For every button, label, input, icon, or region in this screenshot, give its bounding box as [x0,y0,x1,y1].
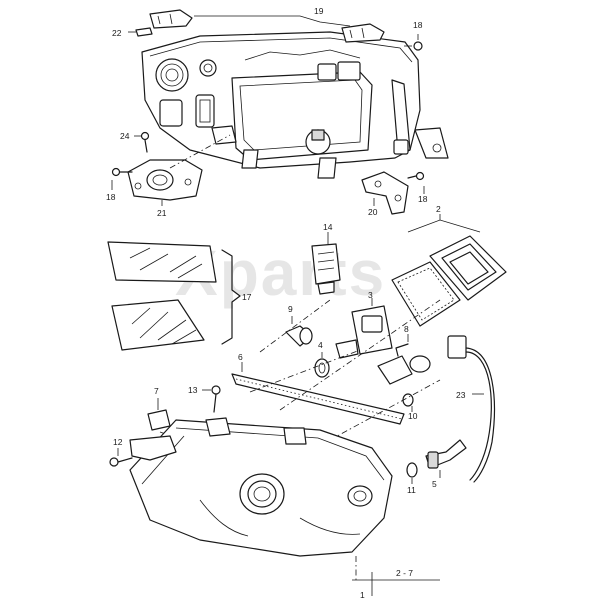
callout-4: 4 [318,340,323,350]
part-17-glass-covers [107,241,241,351]
part-24-screw [134,131,150,153]
part-13-screw [202,385,221,413]
part-5-bulb [425,439,467,478]
assembly-lines [159,299,441,447]
callout-2-7: 2 - 7 [396,568,413,578]
callout-17: 17 [242,292,252,302]
part-20-bracket [361,171,409,215]
callout-14: 14 [323,222,333,232]
callout-18-top: 18 [413,20,423,30]
part-11-small-bulb [406,462,418,484]
callout-23: 23 [456,390,466,400]
callout-21: 21 [157,208,167,218]
bottom-reference [352,556,440,596]
part-4-ring [314,352,330,378]
part-2-covers [391,214,507,327]
part-18-screw-top [404,34,423,51]
callout-6: 6 [238,352,243,362]
part-1-headlamp-front [129,417,393,557]
callout-5: 5 [432,479,437,489]
callout-22: 22 [112,28,122,38]
part-14-connector [311,232,341,295]
callout-24: 24 [120,131,130,141]
part-18-screw-left [111,167,133,190]
callout-1: 1 [360,590,365,600]
part-22-clip [128,27,153,37]
callout-2: 2 [436,204,441,214]
callout-8: 8 [404,324,409,334]
callout-10: 10 [408,411,418,421]
callout-18-right: 18 [418,194,428,204]
part-19-clips [149,9,385,43]
part-18-screw-right [407,171,425,194]
callout-18-left: 18 [106,192,116,202]
callout-20: 20 [368,207,378,217]
callout-3: 3 [368,290,373,300]
part-12-screw [109,448,133,467]
callout-12: 12 [113,437,123,447]
part-3-bulb-holder [335,298,393,359]
callout-11: 11 [407,485,416,495]
callout-13: 13 [188,385,198,395]
callout-9: 9 [288,304,293,314]
part-10-small-bulb [402,393,414,412]
part-8-main-bulb [377,334,431,385]
headlamp-rear-housing [141,31,449,179]
part-9-bulb [285,316,313,347]
callout-7: 7 [154,386,159,396]
callout-19: 19 [314,6,324,16]
part-21-bracket [127,134,231,206]
part-23-cable [447,335,495,483]
part-7-clip [147,398,171,431]
part-6-seal-strip [231,362,405,425]
